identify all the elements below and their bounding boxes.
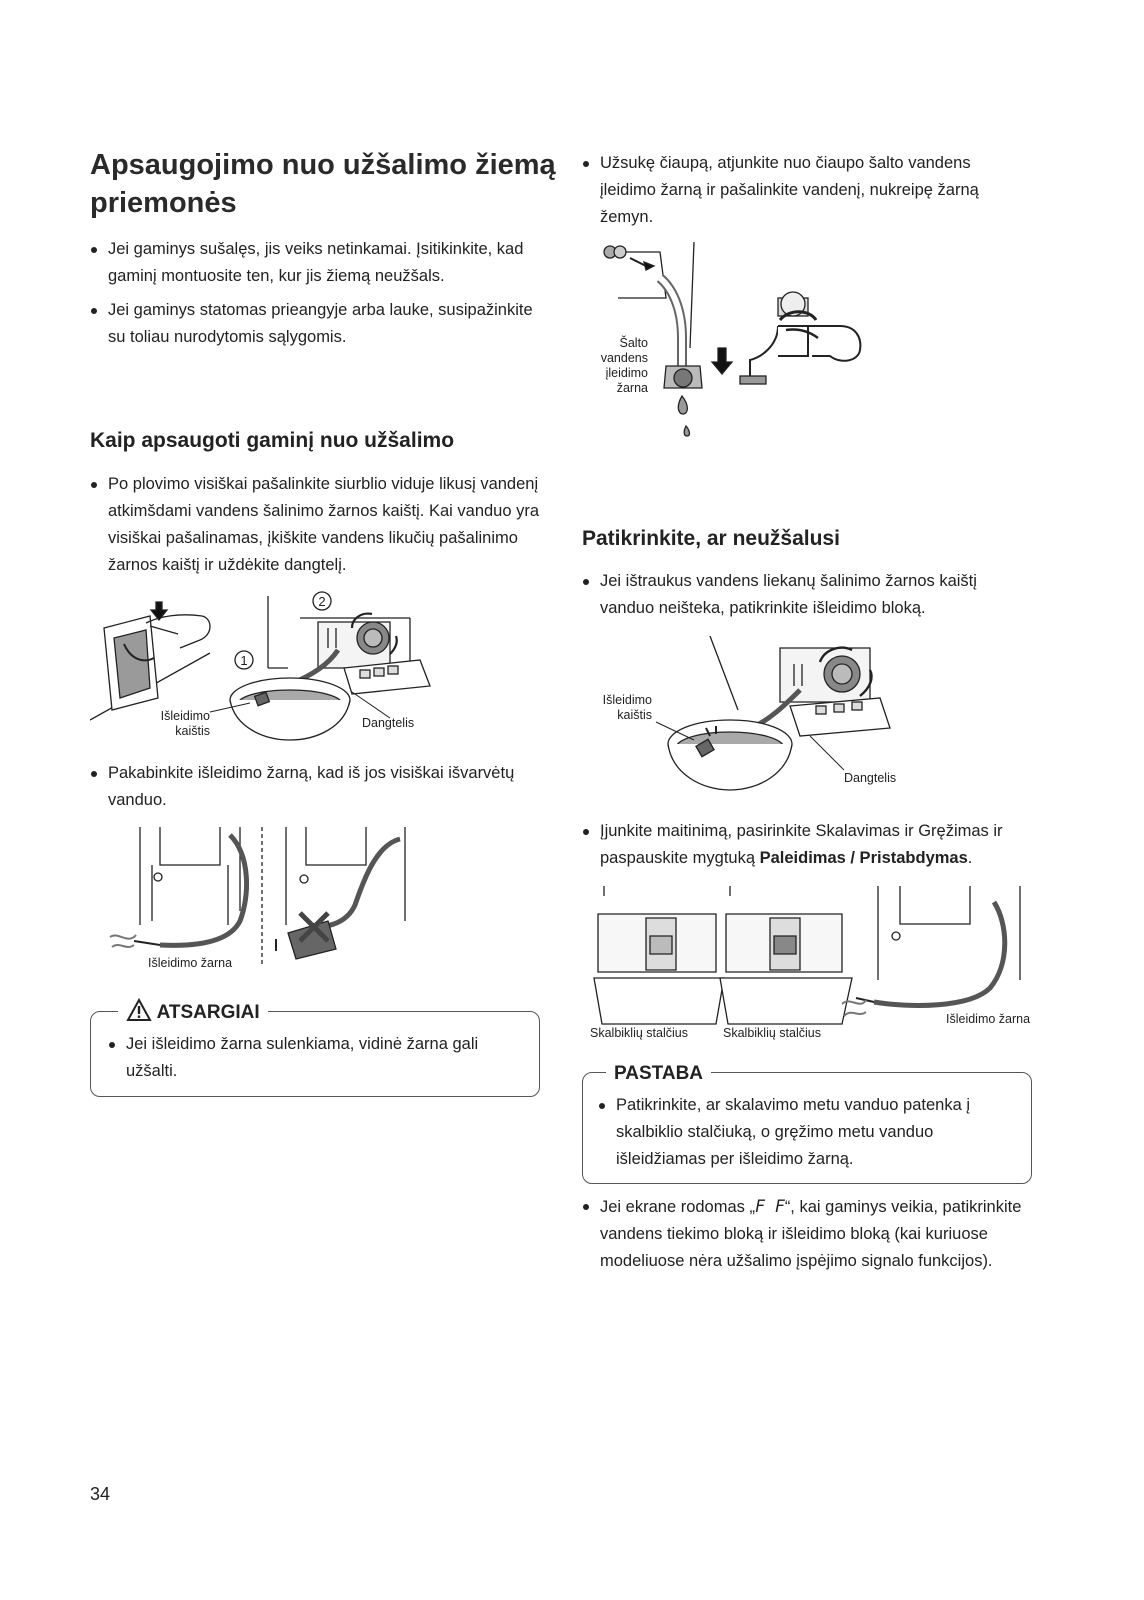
list-item: Po plovimo visiškai pašalinkite siurblio… (90, 471, 545, 579)
drain-bullet-list: Po plovimo visiškai pašalinkite siurblio… (90, 471, 545, 579)
section-title-check: Patikrinkite, ar neužšalusi (582, 527, 840, 550)
caption-drain-hose: Išleidimo žarna (148, 956, 233, 970)
caption-check-cover: Dangtelis (844, 771, 897, 785)
page-title: Apsaugojimo nuo užšalimo žiemą priemonės (90, 149, 556, 219)
ff-error-code: F F (755, 1197, 785, 1216)
tap-hose-illustration: Šalto vandens įleidimo žarna (590, 238, 880, 443)
step-number-1: 1 (240, 653, 247, 668)
drawer-hose-illustration: Skalbiklių stalčius Skalbiklių stalčius … (590, 884, 1040, 1044)
caption-cover: Dangtelis (362, 716, 415, 730)
list-item: Jei išleidimo žarna sulenkiama, vidinė ž… (108, 1031, 523, 1085)
tap-hose-drawing (603, 241, 862, 437)
caption-cold-water-hose: Šalto vandens įleidimo žarna (600, 336, 648, 395)
caution-box (90, 1011, 540, 1097)
hanging-hose-drawing (109, 827, 406, 965)
intro-bullet-list: Jei gaminys sušalęs, jis veiks netinkama… (90, 236, 545, 351)
caption-drain-plug: Išleidimo kaištis (160, 709, 210, 738)
check-drain-drawing (655, 635, 891, 791)
caption-check-plug: Išleidimo kaištis (602, 693, 652, 722)
hanging-hose-illustration: Išleidimo žarna (100, 825, 430, 975)
caption-detergent-drawer-1: Skalbiklių stalčius (590, 1026, 688, 1040)
note-box (582, 1072, 1032, 1184)
power-text-a: Įjunkite maitinimą, pasirinkite Skalavim… (600, 822, 1003, 867)
check-bullet-list: Jei ištraukus vandens liekanų šalinimo ž… (582, 568, 1022, 622)
ff-text-a: Jei ekrane rodomas „ (600, 1198, 755, 1216)
check-drain-illustration: Išleidimo kaištis Dangtelis (590, 630, 920, 800)
power-text-c: . (967, 849, 973, 867)
drain-plug-illustration: 1 2 Išleidimo kaištis Dangtelis (90, 588, 440, 748)
caution-bullet-list: Jei išleidimo žarna sulenkiama, vidinė ž… (108, 1031, 523, 1085)
ff-bullet-list: Jei ekrane rodomas „F F“, kai gaminys ve… (582, 1193, 1022, 1275)
list-item: Jei ekrane rodomas „F F“, kai gaminys ve… (582, 1193, 1022, 1275)
caption-detergent-drawer-2: Skalbiklių stalčius (723, 1026, 821, 1040)
list-item: Patikrinkite, ar skalavimo metu vanduo p… (598, 1092, 1008, 1173)
caution-header: ATSARGIAI (118, 997, 268, 1025)
caution-title: ATSARGIAI (156, 1002, 260, 1023)
note-title: PASTABA (606, 1062, 712, 1086)
list-item: Įjunkite maitinimą, pasirinkite Skalavim… (582, 818, 1037, 872)
list-item: Pakabinkite išleidimo žarną, kad iš jos … (90, 760, 545, 814)
caption-drawer-drain-hose: Išleidimo žarna (946, 1012, 1031, 1026)
note-bullet-list: Patikrinkite, ar skalavimo metu vanduo p… (598, 1092, 1008, 1173)
ff-text-b: “, kai gaminys veikia, patikrinkite vand… (600, 1198, 1022, 1270)
list-item: Jei gaminys sušalęs, jis veiks netinkama… (90, 236, 545, 290)
page-number: 34 (90, 1484, 111, 1504)
tap-bullet-list: Užsukę čiaupą, atjunkite nuo čiaupo šalt… (582, 150, 1022, 231)
list-item: Jei ištraukus vandens liekanų šalinimo ž… (582, 568, 1022, 622)
list-item: Užsukę čiaupą, atjunkite nuo čiaupo šalt… (582, 150, 1022, 231)
start-pause-button-label: Paleidimas / Pristabdymas (759, 849, 968, 867)
list-item: Jei gaminys statomas prieangyje arba lau… (90, 297, 545, 351)
drain-plug-drawing: 1 2 (90, 591, 431, 741)
warning-triangle-icon (126, 997, 152, 1021)
hang-bullet-list: Pakabinkite išleidimo žarną, kad iš jos … (90, 760, 545, 814)
step-number-2: 2 (318, 594, 325, 609)
drawer-hose-drawing (593, 886, 1021, 1025)
section-title-protect: Kaip apsaugoti gaminį nuo užšalimo (90, 429, 455, 452)
power-bullet-list: Įjunkite maitinimą, pasirinkite Skalavim… (582, 818, 1037, 872)
